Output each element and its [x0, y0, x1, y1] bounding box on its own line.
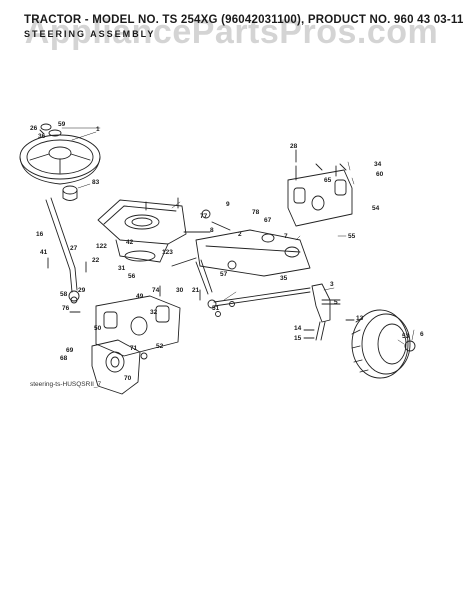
callout-70: 70	[124, 375, 132, 382]
callout-77: 77	[200, 213, 208, 220]
callout-26: 26	[30, 125, 38, 132]
callout-50: 50	[94, 325, 102, 332]
callout-51: 51	[212, 305, 220, 312]
callout-3: 3	[330, 281, 334, 288]
callout-67: 67	[264, 217, 272, 224]
leader-lines	[61, 127, 415, 345]
callout-9: 9	[226, 201, 230, 208]
callout-57: 57	[220, 271, 228, 278]
callout-labels: 1 2 3 5 6 7 8 9 13 14 15 16 21 22 26 27 …	[30, 121, 424, 382]
center-linkage-drawing	[171, 209, 237, 295]
callout-49: 49	[136, 293, 144, 300]
callout-69: 69	[66, 347, 74, 354]
callout-31: 31	[118, 265, 126, 272]
callout-60: 60	[376, 171, 384, 178]
callout-8: 8	[210, 227, 214, 234]
dash-bracket-drawing	[97, 199, 187, 263]
steering-shaft-drawing	[45, 197, 80, 302]
callout-122: 122	[96, 243, 107, 250]
callout-34: 34	[374, 161, 382, 168]
callout-71: 71	[130, 345, 138, 352]
callout-41: 41	[40, 249, 48, 256]
callout-78: 78	[252, 209, 260, 216]
callout-74: 74	[152, 287, 160, 294]
callout-76: 76	[62, 305, 70, 312]
tie-rod-drawing	[207, 287, 311, 309]
left-bracket-plate-drawing	[95, 295, 181, 357]
callout-53: 53	[402, 333, 410, 340]
callout-30: 30	[176, 287, 184, 294]
callout-58: 58	[60, 291, 68, 298]
callout-15: 15	[294, 335, 302, 342]
front-wheel-drawing	[351, 309, 416, 379]
callout-13: 13	[356, 315, 364, 322]
callout-6: 6	[420, 331, 424, 338]
page-subtitle: STEERING ASSEMBLY	[24, 29, 156, 39]
callout-56: 56	[128, 273, 136, 280]
callout-59: 59	[58, 121, 66, 128]
callout-16: 16	[36, 231, 44, 238]
callout-29: 29	[78, 287, 86, 294]
hardware-drawing	[47, 149, 355, 360]
callout-27: 27	[70, 245, 78, 252]
page-title: TRACTOR - MODEL NO. TS 254XG (9604203110…	[24, 14, 463, 26]
drag-link-drawing	[195, 229, 311, 277]
callout-21: 21	[192, 287, 200, 294]
callout-14: 14	[294, 325, 302, 332]
callout-54: 54	[372, 205, 380, 212]
steering-wheel-drawing	[19, 134, 101, 201]
diagram-filename: steering-ts-HUSQSRII_7	[30, 381, 102, 388]
watermark: AppliancePartsPros.com	[24, 13, 439, 51]
callout-42: 42	[126, 239, 134, 246]
callout-55: 55	[348, 233, 356, 240]
spindle-drawing	[311, 283, 341, 341]
callout-123: 123	[162, 249, 173, 256]
callout-52: 52	[156, 343, 164, 350]
callout-28: 28	[290, 143, 298, 150]
callout-2: 2	[238, 231, 242, 238]
steering-plate-drawing	[91, 339, 141, 395]
callout-65: 65	[324, 177, 332, 184]
right-bracket-plate-drawing	[287, 165, 353, 227]
callout-35: 35	[280, 275, 288, 282]
callout-83: 83	[92, 179, 100, 186]
callout-22: 22	[92, 257, 100, 264]
callout-36: 36	[38, 133, 46, 140]
callout-1: 1	[96, 126, 100, 133]
callout-32: 32	[150, 309, 158, 316]
callout-7: 7	[284, 233, 288, 240]
callout-5: 5	[334, 299, 338, 306]
callout-68: 68	[60, 355, 68, 362]
wheel-cap-drawing	[39, 123, 62, 137]
